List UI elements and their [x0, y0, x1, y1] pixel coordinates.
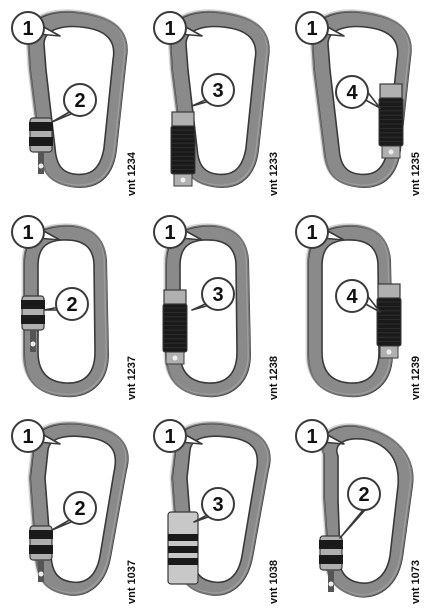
- carabiner-drawing: 12: [0, 408, 142, 612]
- carabiner-drawing: 14: [284, 0, 426, 204]
- product-code: vnt 1234: [126, 152, 138, 196]
- carabiner-drawing: 12: [0, 204, 142, 408]
- callout-1-label: 1: [164, 426, 175, 448]
- gate-sleeve: [171, 112, 195, 186]
- gate-sleeve: [379, 84, 403, 158]
- carabiner-drawing: 12: [284, 408, 426, 612]
- callout-1-label: 1: [22, 426, 33, 448]
- carabiner-drawing: 13: [142, 204, 284, 408]
- callout-1-label: 1: [22, 222, 33, 244]
- product-code: vnt 1237: [126, 356, 138, 400]
- callout-2-label: 3: [212, 494, 223, 516]
- callout-2-label: 4: [346, 286, 358, 308]
- carabiner-drawing: 12: [0, 0, 142, 204]
- callout-1-label: 1: [164, 18, 175, 40]
- callout-1-label: 1: [22, 18, 33, 40]
- callout-2-label: 3: [212, 284, 223, 306]
- callout-1-label: 1: [306, 18, 317, 40]
- product-code: vnt 1239: [410, 356, 422, 400]
- callout-2-label: 2: [358, 484, 369, 506]
- gate-sleeve: [377, 284, 401, 358]
- callout-2-label: 2: [66, 294, 77, 316]
- product-code: vnt 1233: [268, 152, 280, 196]
- product-code: vnt 1235: [410, 152, 422, 196]
- callout-2-label: 3: [212, 80, 223, 102]
- callout-2-label: 2: [74, 90, 85, 112]
- gate-sleeve: [163, 290, 187, 364]
- product-code: vnt 1037: [126, 560, 138, 604]
- product-code: vnt 1238: [268, 356, 280, 400]
- gate-sleeve: [168, 512, 198, 584]
- carabiner-drawing: 13: [142, 408, 284, 612]
- carabiner-drawing: 13: [142, 0, 284, 204]
- callout-2-label: 4: [346, 82, 358, 104]
- callout-1-label: 1: [164, 222, 175, 244]
- callout-2-label: 2: [74, 498, 85, 520]
- product-code: vnt 1073: [410, 560, 422, 604]
- product-code: vnt 1038: [268, 560, 280, 604]
- carabiner-drawing: 14: [284, 204, 426, 408]
- callout-1-label: 1: [306, 426, 317, 448]
- callout-1-label: 1: [306, 222, 317, 244]
